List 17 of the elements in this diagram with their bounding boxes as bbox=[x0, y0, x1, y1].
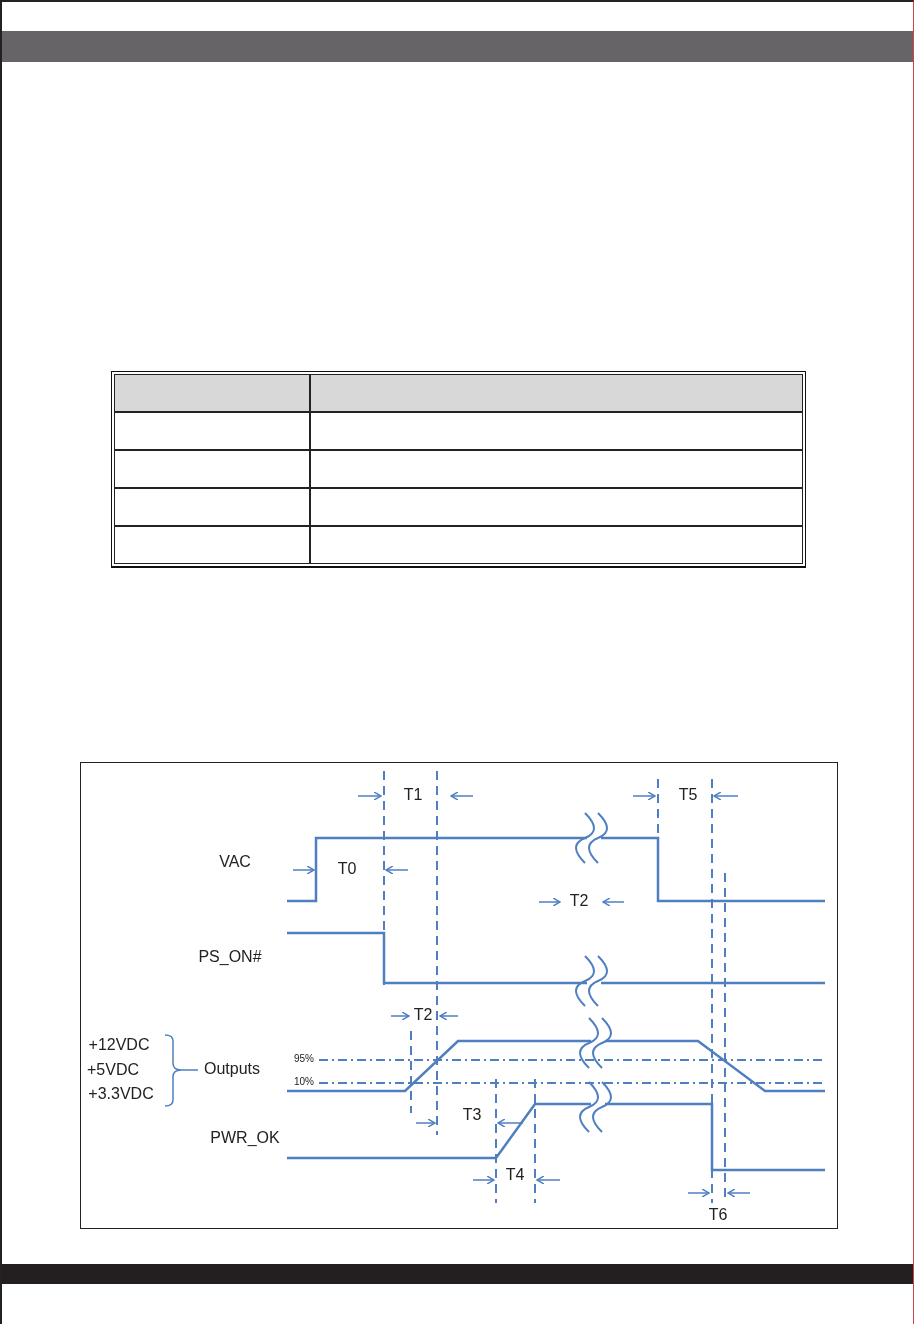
signal-label: +5VDC bbox=[87, 1062, 139, 1078]
signal-label: PS_ON# bbox=[198, 949, 262, 965]
signal-label: T2 bbox=[569, 893, 589, 909]
signal-label: T0 bbox=[337, 861, 357, 877]
signal-label: T1 bbox=[403, 787, 423, 803]
signal-label: T4 bbox=[505, 1167, 525, 1183]
signal-label: +3.3VDC bbox=[88, 1086, 154, 1102]
signal-label: 95% bbox=[294, 1054, 314, 1064]
signal-label: T2 bbox=[413, 1007, 433, 1023]
signal-label: VAC bbox=[219, 854, 251, 870]
signal-label: 10% bbox=[294, 1077, 314, 1087]
signal-label: T3 bbox=[462, 1107, 482, 1123]
signal-label: T6 bbox=[708, 1207, 728, 1223]
signal-label: T5 bbox=[678, 787, 698, 803]
signal-label: PWR_OK bbox=[210, 1130, 280, 1146]
signal-label: +12VDC bbox=[88, 1037, 150, 1053]
signal-label: Outputs bbox=[204, 1061, 260, 1077]
